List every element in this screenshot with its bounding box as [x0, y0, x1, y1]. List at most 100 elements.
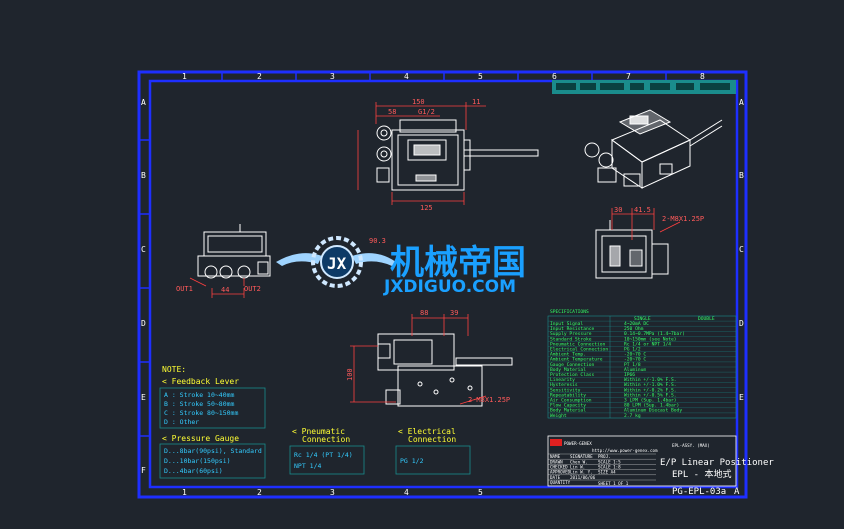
dim-front-port: G1/2 [418, 108, 435, 116]
spec-label: Air Consumption [550, 398, 592, 404]
electrical-item: PG 1/2 [400, 457, 424, 465]
spec-label: Repeatability [550, 392, 586, 398]
column-labels-bottom: 1 2 3 4 5 [182, 488, 483, 497]
col-label: 6 [552, 72, 557, 81]
spec-title: SPECIFICATIONS [550, 309, 589, 315]
row-label: C [141, 245, 146, 254]
left-view [197, 224, 271, 279]
spec-label: Supply Pressure [550, 331, 592, 337]
spec-label: Body Material [550, 408, 586, 414]
feedback-item: B : Stroke 50~80mm [164, 400, 235, 408]
company-logo-mark [550, 439, 562, 446]
gauge-box [159, 443, 266, 479]
spec-value: 0.14~0.7MPa (1.4~7bar) [624, 331, 685, 337]
row-labels: A B C D E F A B C D E [141, 98, 744, 475]
row-label: D [739, 319, 744, 328]
col-label: 1 [182, 72, 187, 81]
front-view [376, 119, 539, 191]
label-out1: OUT1 [176, 285, 193, 293]
spec-label: Linearity [550, 377, 575, 383]
spec-header-cell: SINGLE [634, 316, 651, 322]
spec-label: Body Material [550, 367, 586, 373]
electrical-box [395, 445, 471, 475]
dim-bottom-thread: 2-M8X1.25P [468, 396, 510, 404]
pneumatic-box [289, 445, 365, 475]
watermark-text-en: JXDIGUO.COM [383, 277, 516, 297]
feedback-item: A : Stroke 10~40mm [164, 391, 235, 399]
spec-value: Aluminum Diecast Body [624, 408, 682, 414]
col-label: 8 [700, 72, 705, 81]
row-label: E [141, 393, 146, 402]
spec-value: IP66 [624, 372, 635, 378]
front-dimensions [357, 102, 486, 205]
title-block-cell: NAME [550, 454, 561, 459]
dim-right-thread: 2-M8X1.25P [662, 215, 704, 223]
spec-label: Sensitivity [550, 387, 581, 393]
watermark-logo: JX [276, 236, 396, 288]
dim-bottom-height: 100 [346, 368, 354, 381]
revision: A [734, 487, 740, 497]
col-label: 2 [257, 72, 262, 81]
spec-label: Flow Capacity [550, 403, 586, 409]
electrical-title-2: Connection [408, 435, 456, 444]
title-block-cell: DRAWN [550, 459, 563, 464]
col-label: 7 [626, 72, 631, 81]
left-dimensions [189, 277, 245, 298]
spec-label: Weight [550, 413, 567, 419]
dim-bottom-b: 39 [450, 309, 458, 317]
spec-value: PG 1/2 [624, 347, 641, 353]
spec-value: Within +/-1.0% F.S. [624, 377, 677, 383]
company-name: POWER-GENEX [564, 441, 592, 446]
row-label: B [739, 171, 744, 180]
label-out2: OUT2 [244, 285, 261, 293]
row-label: D [141, 319, 146, 328]
col-label: 3 [330, 72, 335, 81]
electrical-title: < Electrical [398, 427, 456, 436]
dim-front-right: 11 [472, 98, 480, 106]
title-block-cell: 2011/06/06 [570, 475, 596, 480]
title-block-cell: SIZE A4 [598, 470, 616, 475]
col-label: 3 [330, 488, 335, 497]
spec-label: Input Signal [550, 321, 583, 327]
iso-view [584, 109, 723, 189]
spec-value: 250 Ohm [624, 326, 644, 332]
gauge-title: < Pressure Gauge [162, 434, 239, 443]
title-block-cell: CHECKED [550, 465, 568, 470]
watermark-text-cn: 机械帝国 [390, 243, 526, 283]
frame-ticks [139, 72, 667, 437]
sheet-info: SHEET 1 OF 1 [598, 481, 629, 486]
pneumatic-item: NPT 1/4 [294, 462, 321, 470]
spec-label: Hysteresis [550, 382, 578, 388]
spec-value: 3 LPM (Sup. 1.4bar) [624, 398, 677, 404]
title-block-cell: QUANTITY [550, 480, 571, 485]
gauge-item: D...4bar(60psi) [164, 467, 223, 475]
spec-value: Aluminum [624, 367, 646, 373]
col-label: 4 [404, 72, 409, 81]
row-label: E [739, 393, 744, 402]
row-label: A [739, 98, 744, 107]
spec-value: 4~20mA DC [624, 321, 649, 327]
outer-frame [137, 70, 748, 499]
right-view [595, 220, 669, 279]
row-label: A [141, 98, 146, 107]
feedback-title: < Feedback Lever [162, 377, 239, 386]
pneumatic-item: Rc 1/4 (PT 1/4) [294, 451, 353, 459]
spec-label: Pneumatic Connection [550, 341, 606, 347]
spec-value: 80 LPM (Sup. 1.4bar) [624, 403, 679, 409]
spec-value: -20~70 C [624, 352, 646, 358]
spec-label: Ambient Temperature [550, 357, 603, 363]
feedback-box [159, 387, 266, 429]
row-label: B [141, 171, 146, 180]
pneumatic-title: < Pneumatic [292, 427, 345, 436]
company-website: http://www.power-genex.com [592, 448, 658, 453]
title-block-cell: PROJ. [598, 454, 611, 459]
dim-right-b: 41.5 [634, 206, 651, 214]
title-block-cell: APPROVED [550, 470, 571, 475]
bottom-view [377, 333, 513, 407]
title-block-cell: SCALE 1:5 [598, 459, 621, 464]
spec-value: -20~70 C [624, 357, 646, 363]
spec-value: Within +/-1.0% F.S. [624, 382, 677, 388]
